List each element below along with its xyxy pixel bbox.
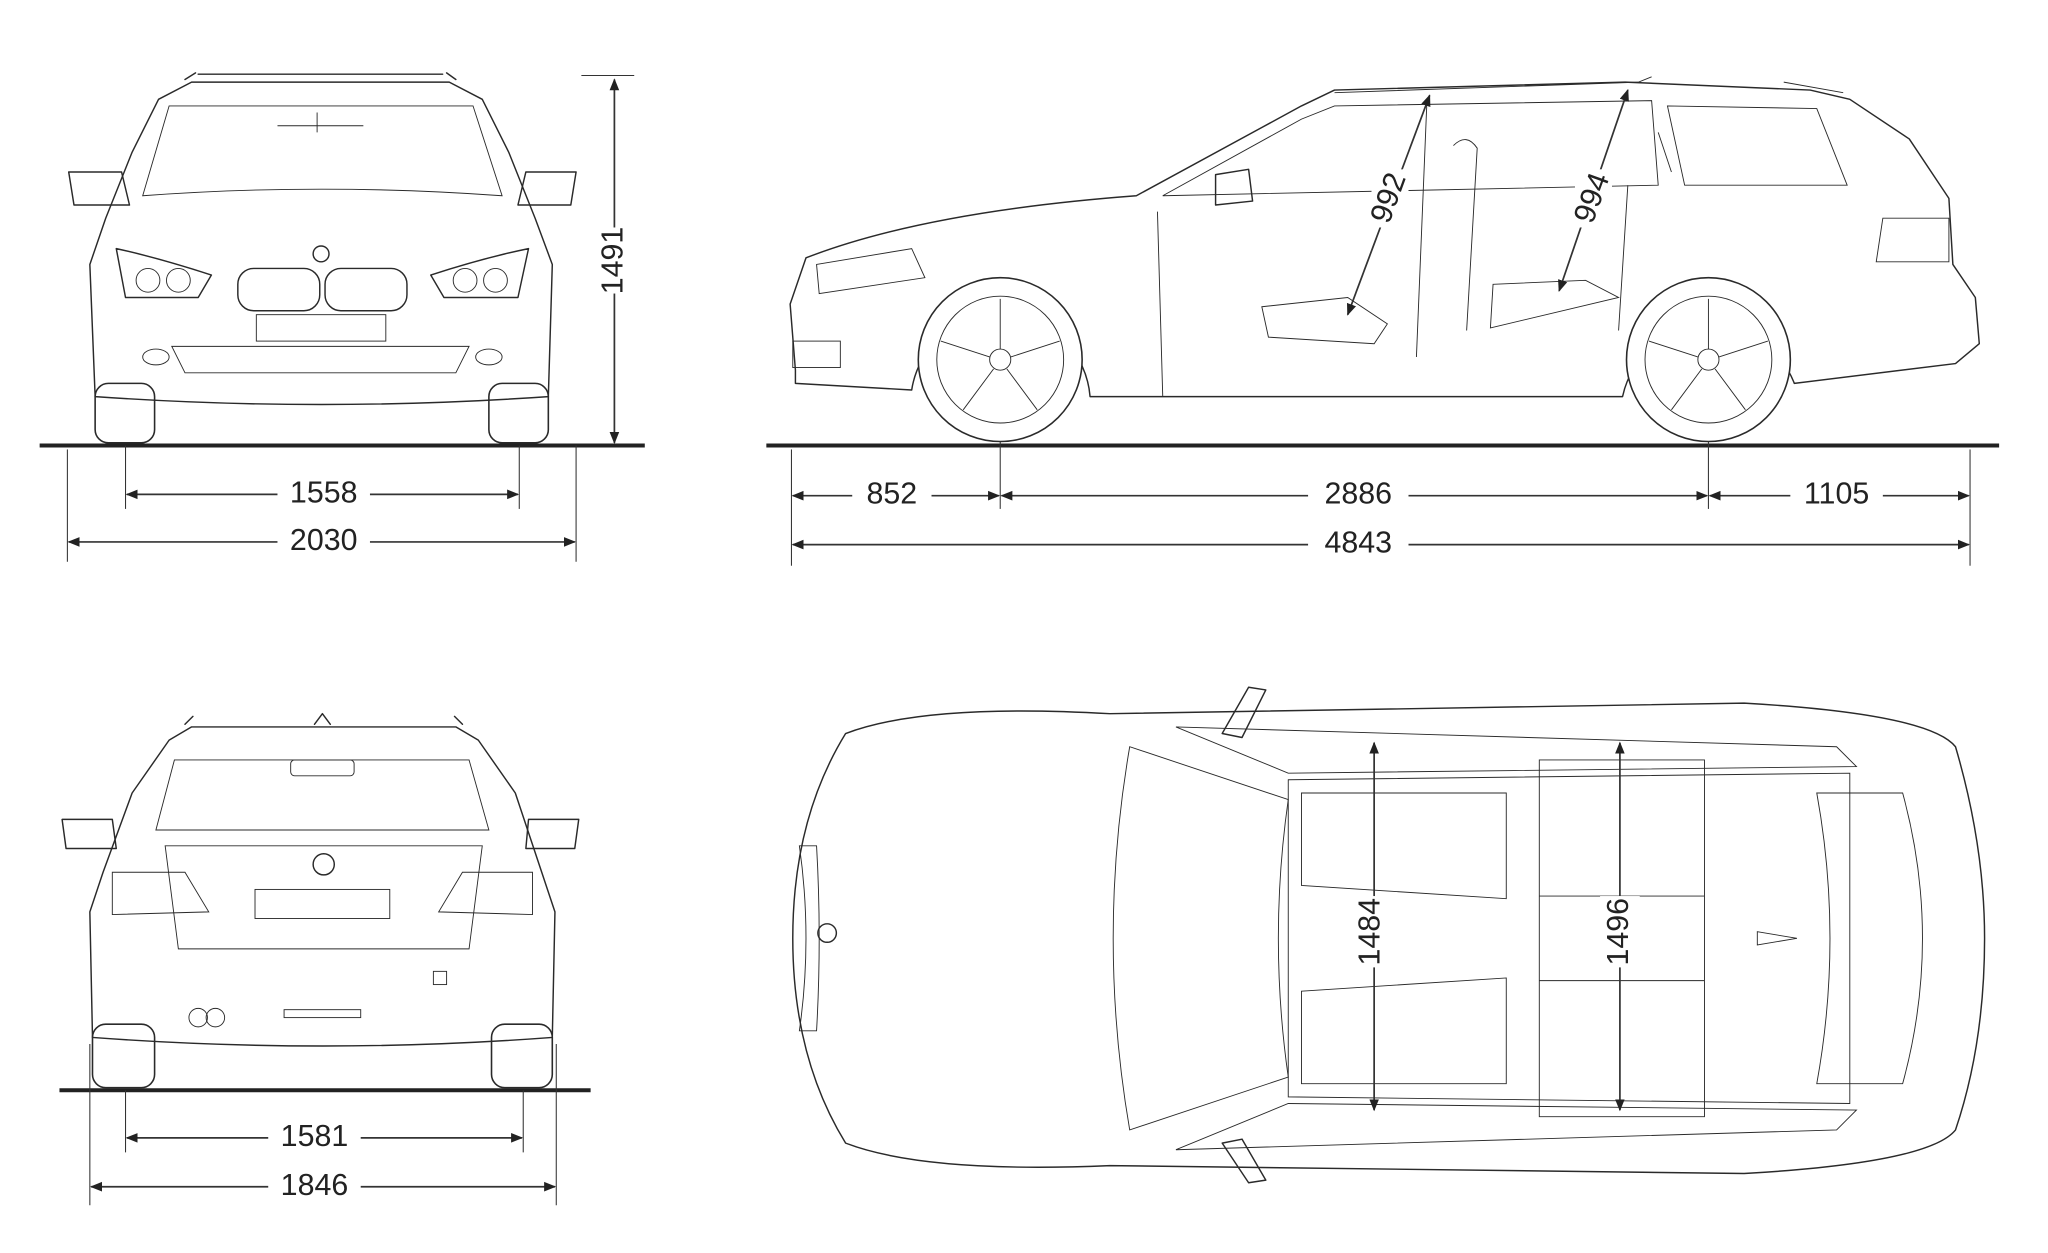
side-rails-top (1175, 726, 1858, 1151)
front-view: 1491 1558 2030 (39, 72, 645, 562)
left-kidney-grille (237, 267, 321, 312)
rear-left-tire (91, 1023, 156, 1089)
license-plate (255, 314, 387, 342)
brand-logo-icon (312, 245, 330, 263)
roof-rails (184, 72, 457, 81)
rear-window-top (1816, 792, 1923, 1085)
side-mirror (1214, 168, 1254, 206)
front-overhang-label: 852 (867, 477, 918, 511)
brand-logo-icon (312, 853, 336, 876)
front-track-label: 1558 (290, 475, 358, 509)
fog-light-grille (792, 340, 841, 368)
rear-view: 1581 1846 (59, 712, 591, 1206)
front-seats-top (1301, 792, 1507, 1085)
left-taillight (111, 871, 210, 916)
side-headlight (816, 248, 926, 295)
rear-wheel (1625, 276, 1792, 443)
side-view: 992 994 852 2886 1105 4843 (766, 76, 2000, 566)
left-headlight (115, 247, 213, 299)
lower-intake (171, 345, 470, 374)
roof-rails (184, 712, 464, 726)
exhaust-tips (205, 1007, 226, 1028)
front-right-tire (488, 382, 550, 444)
brake-light (290, 759, 355, 777)
door-lines (1156, 99, 1629, 397)
rear-overhang-label: 1105 (1804, 477, 1869, 511)
right-mirror (517, 171, 577, 206)
right-kidney-grille (324, 267, 408, 312)
wheelbase-label: 2886 (1324, 477, 1392, 511)
right-headlight (430, 247, 530, 299)
roof-rail (1334, 76, 1844, 94)
rear-side-window (1666, 105, 1848, 186)
front-shoulder-label: 1484 (1353, 898, 1387, 966)
roof-antenna (1756, 931, 1798, 946)
rear-body-outline (89, 726, 556, 1047)
length-label: 4843 (1324, 526, 1392, 560)
side-taillight (1875, 217, 1950, 263)
left-mirror (67, 171, 131, 206)
right-mirror-top (1221, 1138, 1267, 1184)
windshield-top (1112, 746, 1289, 1131)
seats (1261, 279, 1620, 345)
body-width-label: 1846 (281, 1168, 349, 1202)
front-wheel (917, 276, 1083, 443)
license-plate (254, 888, 391, 919)
top-body-outline (792, 702, 1986, 1175)
width-label: 2030 (290, 523, 358, 557)
height-label: 1491 (595, 227, 629, 295)
front-grille-top (798, 845, 820, 1032)
front-body-outline (89, 81, 554, 406)
windshield (142, 105, 503, 197)
front-left-tire (94, 382, 156, 444)
rear-right-tire (490, 1023, 554, 1089)
left-mirror (61, 818, 118, 850)
right-taillight (437, 871, 533, 916)
rear-track-label: 1581 (281, 1119, 349, 1153)
rear-window (155, 759, 490, 831)
left-mirror-top (1221, 686, 1267, 739)
roof-top (1287, 772, 1851, 1104)
right-mirror (525, 818, 580, 850)
brand-logo-icon (817, 923, 838, 944)
top-view: 1484 1496 (792, 686, 1986, 1184)
rear-shoulder-label: 1496 (1601, 898, 1635, 966)
tailgate (164, 845, 483, 950)
